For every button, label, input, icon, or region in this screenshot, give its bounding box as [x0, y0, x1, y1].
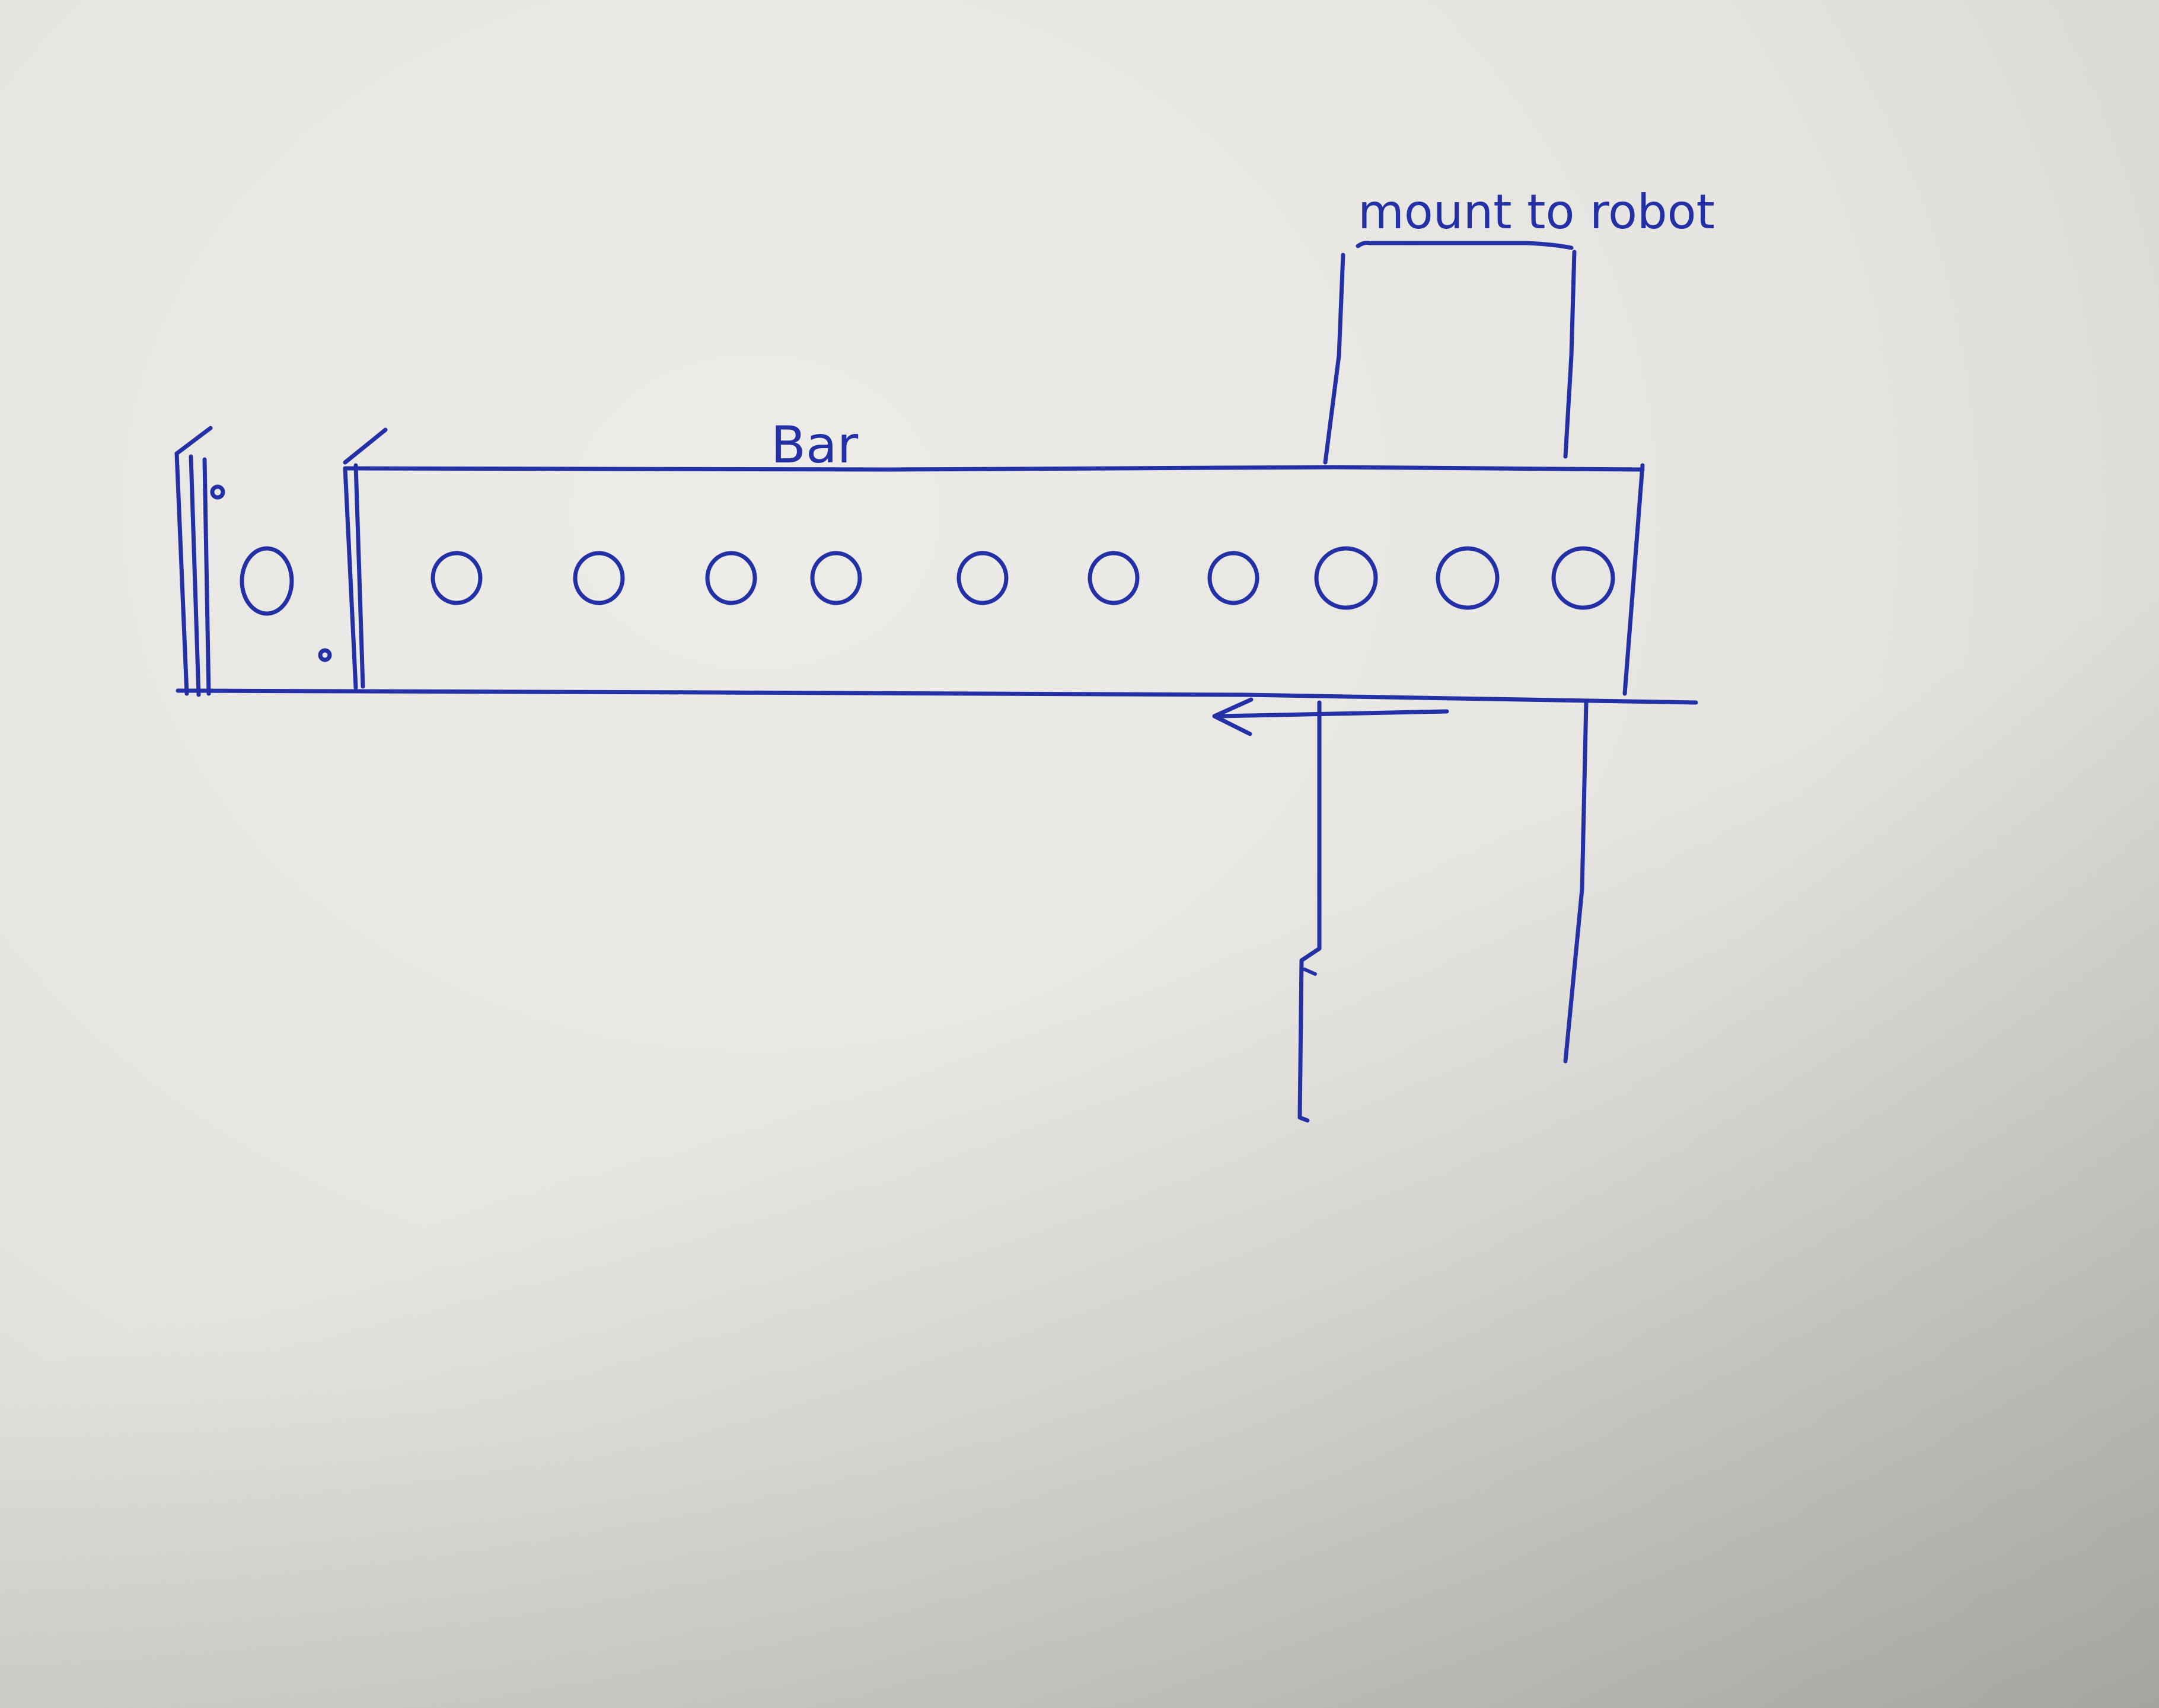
end-block: [174, 426, 388, 697]
bar-label: Bar: [771, 416, 859, 475]
small-hole-top: [210, 484, 225, 500]
end-block-hole: [240, 546, 294, 616]
mount-bracket: [1323, 241, 1577, 465]
bar-hole: [1207, 551, 1259, 605]
bar-hole: [1088, 551, 1140, 605]
bar-hole: [430, 551, 483, 605]
bar-hole: [1314, 546, 1378, 610]
direction-arrow: [1212, 697, 1449, 736]
bar-hole: [956, 551, 1009, 605]
bar-hole: [705, 551, 757, 605]
small-hole-bottom: [318, 648, 332, 662]
bar-hole: [810, 551, 862, 605]
bar-hole: [1436, 546, 1500, 610]
bar-hole: [573, 551, 625, 605]
lower-legs: [1297, 700, 1589, 1123]
bar-hole: [1551, 546, 1615, 610]
bar-holes: [430, 546, 1615, 610]
bar: [176, 463, 1698, 705]
mount-label: mount to robot: [1358, 184, 1715, 240]
